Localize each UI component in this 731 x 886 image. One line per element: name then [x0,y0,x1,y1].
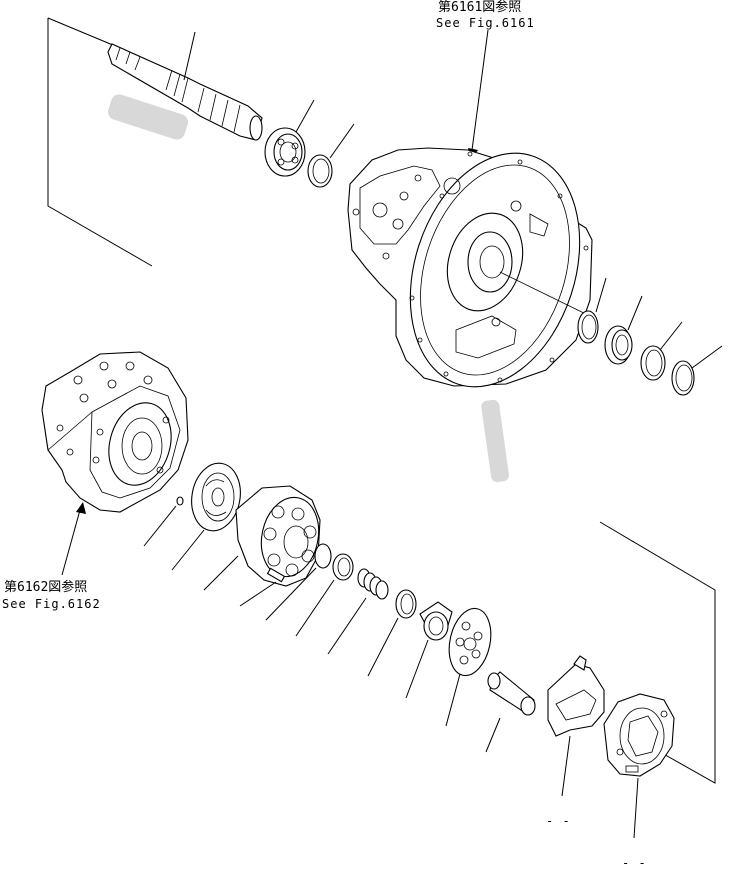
sleeve [405,601,453,699]
bearing-2 [604,295,643,365]
ref-fig-6162-en: See Fig.6162 [2,597,101,611]
swash-plate [547,655,605,797]
cradle-cover [603,693,675,839]
blurred-label-2 [481,399,509,483]
guide-pin [485,671,536,753]
ref-fig-6161-jp: 第6161図参照 [438,0,521,15]
retainer-plate [445,607,492,727]
blurred-label [108,94,188,140]
pump-housing-rear [41,351,189,513]
ref-fig-6162: 第6162図参照 See Fig.6162 [2,579,101,611]
washer [295,553,354,637]
pump-housing-main [347,147,595,388]
part-number-label-b: - - [622,856,647,870]
spring [327,568,389,655]
snap-ring-2 [577,277,607,344]
snap-ring-5 [265,543,332,621]
snap-ring-1 [307,123,355,188]
cylinder-block [203,485,321,607]
valve-plate [171,462,241,571]
ref-fig-6161: 第6161図参照 See Fig.6161 [436,0,535,30]
snap-ring-4 [671,345,723,396]
assembly-frame-lines [47,17,716,784]
drive-shaft [107,31,263,141]
pin-small [143,496,184,547]
bushing [367,589,417,677]
ring-3 [640,321,683,381]
part-number-label-a: - - [546,814,571,828]
ref-fig-6162-jp: 第6162図参照 [4,579,87,595]
ref-fig-6161-en: See Fig.6161 [436,16,535,30]
shaft-bearing [264,99,315,177]
